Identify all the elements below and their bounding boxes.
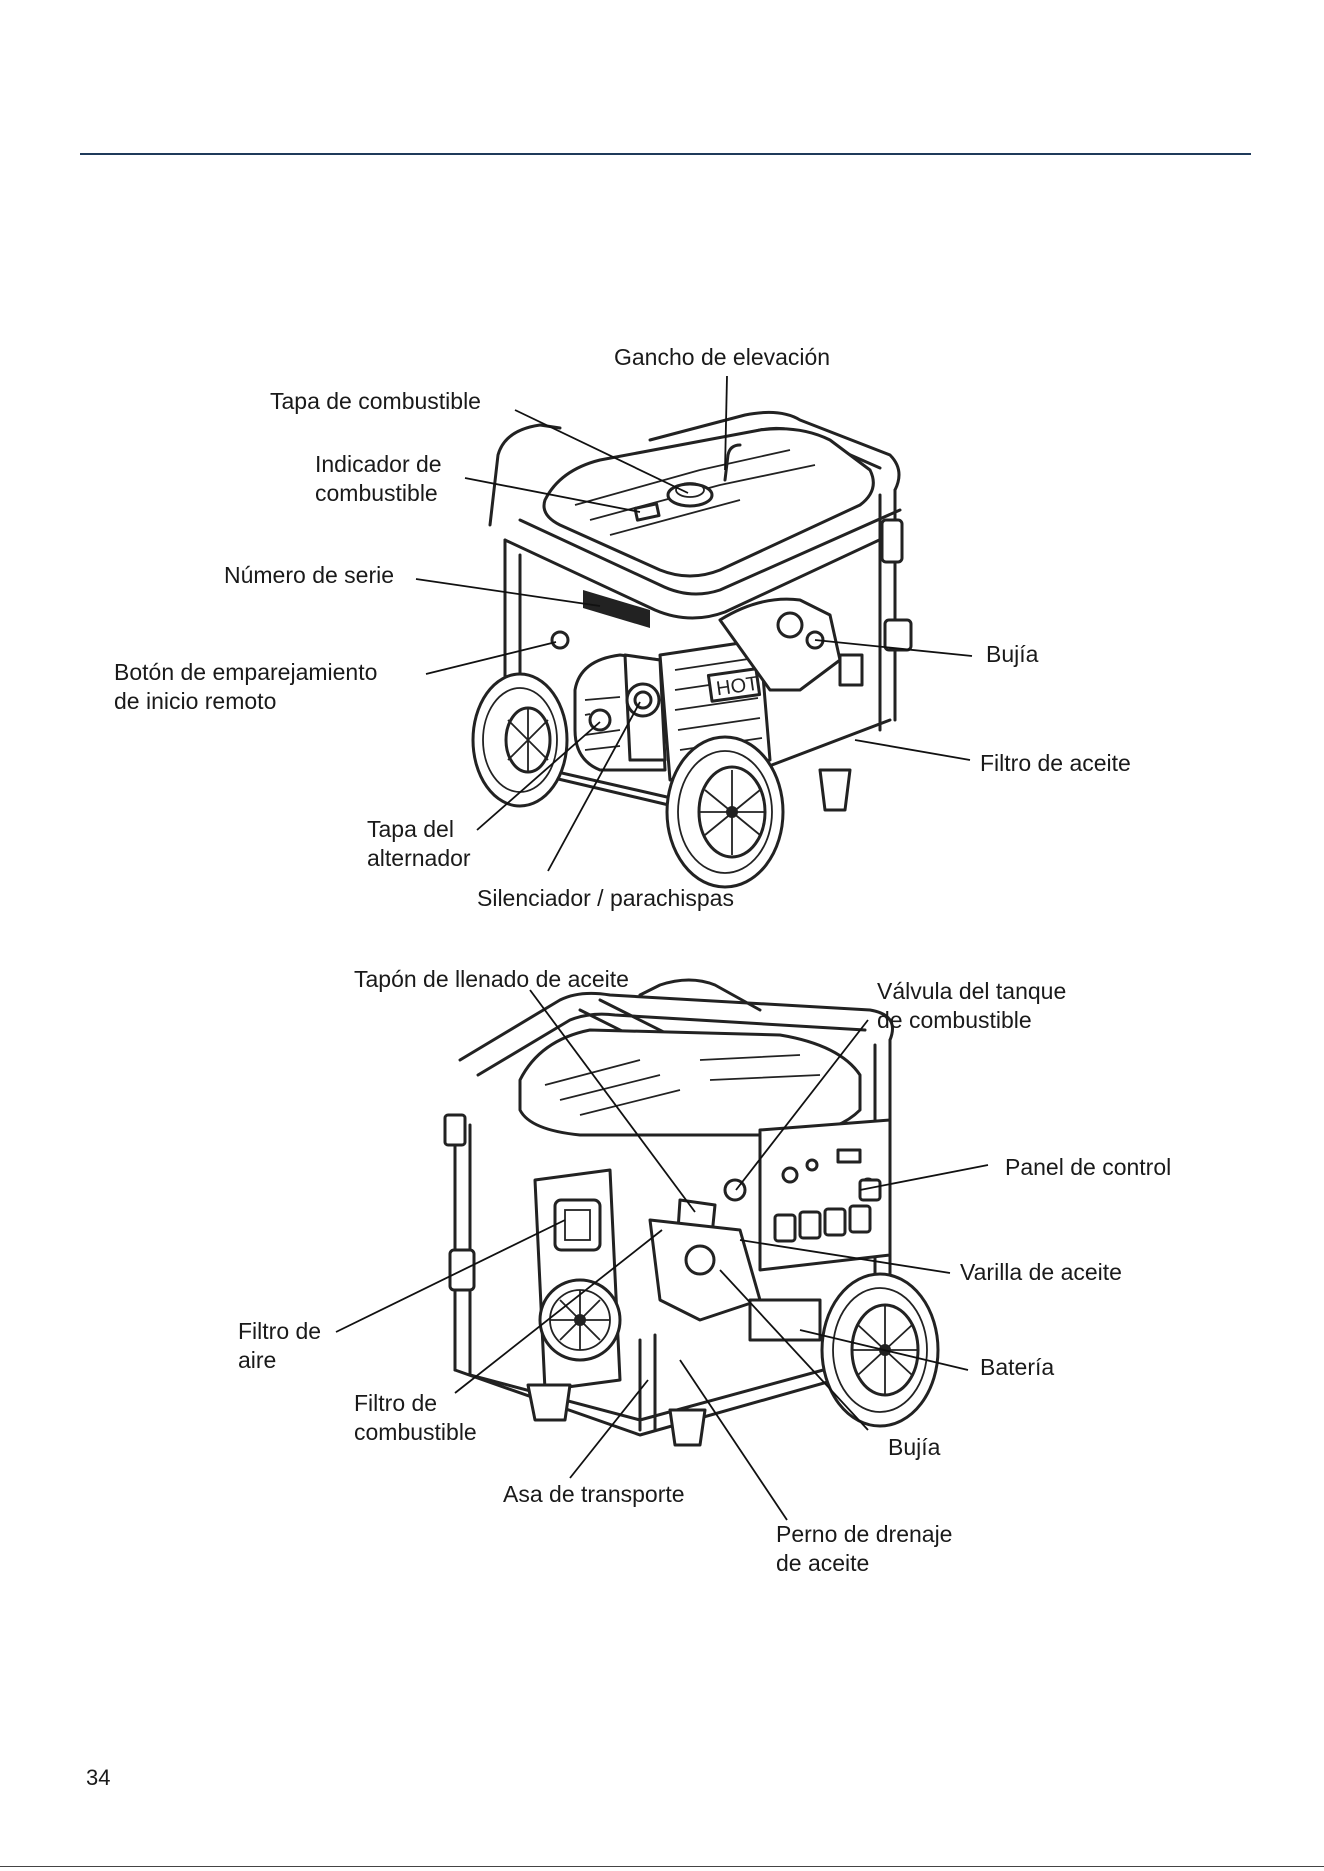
label-battery: Batería [980,1354,1055,1380]
top-frame-left-upright [488,423,562,527]
leader-spark-plug [814,639,973,657]
label-spark-plug-top: Bujía [986,641,1039,667]
bottom-carry-handle [638,1333,657,1432]
leader-serial-number [415,578,601,607]
label-oil-drain: Perno de drenaje de aceite [776,1521,953,1576]
leader-muffler [547,701,641,872]
leader-fuel-gauge [464,477,641,513]
bottom-frame-left-upright [453,1118,472,1377]
label-alternator-cover: Tapa del alternador [367,816,471,871]
top-remote-button [550,630,570,650]
header-rule [80,153,1251,155]
top-wheel-right [665,735,785,889]
label-oil-fill-cap: Tapón de llenado de aceite [354,966,629,992]
label-serial-number: Número de serie [224,562,395,588]
label-remote-pair-button: Botón de emparejamiento de inicio remoto [114,659,378,714]
top-wheel-left [471,672,569,808]
label-fuel-gauge: Indicador de combustible [315,451,442,506]
leader-spark-plug-bottom [719,1269,869,1431]
label-oil-filter: Filtro de aceite [980,750,1131,776]
leader-carry-handle [569,1379,649,1479]
bottom-battery [748,1298,822,1342]
label-carry-handle: Asa de transporte [503,1481,685,1507]
bottom-wheel [820,1272,940,1428]
leader-air-filter [335,1219,566,1333]
leader-oil-fill-cap [529,989,696,1213]
bottom-generator-illustration [335,978,989,1521]
leader-oil-drain [679,1359,788,1521]
leader-lifting-hook [724,375,728,471]
label-fuel-cap: Tapa de combustible [270,388,481,414]
top-lifting-hook [723,443,742,482]
leader-control-panel [859,1164,989,1191]
footer-rule [0,1866,1324,1867]
top-oil-filter [838,653,864,687]
top-frame-front-bar [518,508,902,596]
label-air-filter: Filtro de aire [238,1318,322,1373]
leader-alternator-cover [476,721,601,831]
leader-remote-button [425,641,557,675]
top-fuel-gauge [633,502,661,522]
top-generator-illustration: HOT [415,375,973,889]
label-muffler: Silenciador / parachispas [477,885,734,911]
label-spark-plug-bottom: Bujía [888,1434,941,1460]
leader-fuel-cap [514,409,689,494]
label-control-panel: Panel de control [1005,1154,1172,1180]
bottom-frame-top-bar [458,991,894,1062]
label-fuel-valve: Válvula del tanque de combustible [877,978,1067,1033]
label-fuel-filter: Filtro de combustible [354,1390,477,1445]
leader-fuel-valve [735,1019,869,1191]
leader-dipstick [739,1239,951,1274]
label-dipstick: Varilla de aceite [960,1259,1122,1285]
leader-battery [799,1329,969,1371]
page-number: 34 [86,1765,111,1790]
leader-oil-filter [854,739,971,761]
leader-fuel-filter [454,1229,663,1394]
label-lifting-hook: Gancho de elevación [614,344,831,370]
top-serial-plate [583,590,650,628]
top-frame-rear-bar [648,410,901,492]
